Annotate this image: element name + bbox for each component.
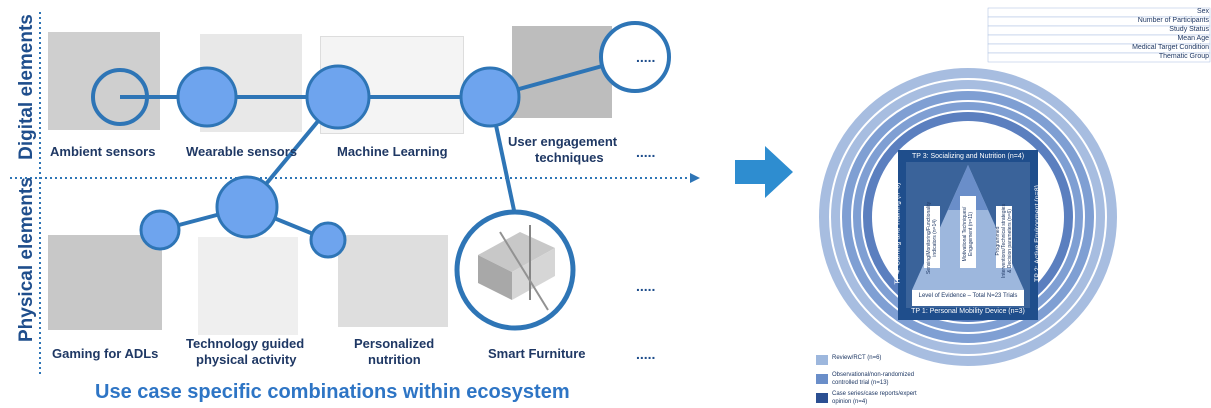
inner-programmed-label: Programmed Interventions/Technical strat… <box>995 204 1013 278</box>
machine-learning-label: Machine Learning <box>337 144 448 159</box>
node-nutrition <box>309 221 347 259</box>
inner-sensing-label: Sensing/Monitoring/Functionality indicat… <box>926 201 938 275</box>
physical-more-label: ..... <box>636 346 656 362</box>
evidence-label: Level of Evidence – Total N=23 Trials <box>918 293 1018 299</box>
user-engagement-label-line2: techniques <box>535 150 604 165</box>
pyramid-bottom-label: TP 1: Personal Mobility Device (n=3) <box>911 308 1025 315</box>
smart-furniture-label: Smart Furniture <box>488 346 586 361</box>
flow-arrow <box>735 146 793 198</box>
digital-elements-label: Digital elements <box>16 14 37 160</box>
ring-label-condition: Medical Target Condition <box>1132 44 1209 51</box>
ecosystem-caption: Use case specific combinations within ec… <box>95 381 570 403</box>
nutrition-image <box>338 235 448 327</box>
node-ambient-sensors <box>91 68 149 126</box>
smart-furniture-image <box>478 225 555 311</box>
physical-more-mark: ..... <box>636 278 656 294</box>
node-digital-more <box>599 21 671 93</box>
node-technology-activity <box>215 175 279 239</box>
ring-label-age: Mean Age <box>1177 35 1209 42</box>
node-gaming-adls <box>139 209 181 251</box>
wearable-sensors-label: Wearable sensors <box>186 144 298 159</box>
technology-activity-label-line1: Technology guided <box>186 336 305 351</box>
user-engagement-image <box>512 26 612 118</box>
nutrition-label-line2: nutrition <box>368 352 421 367</box>
legend-observational-line1: Observational/non-randomized <box>832 372 915 378</box>
ring-label-group: Thematic Group <box>1158 53 1209 60</box>
node-machine-learning <box>305 64 371 130</box>
inner-motivational-label: Motivational Techniques/ Engagement (n=1… <box>962 206 974 262</box>
user-engagement-label-line1: User engagement <box>508 134 618 149</box>
digital-more-mark: ..... <box>636 144 656 160</box>
physical-elements-label: Physical elements <box>16 177 37 342</box>
ring-label-status: Study Status <box>1169 26 1209 33</box>
activity-app-image <box>198 237 298 335</box>
nutrition-label-line1: Personalized <box>354 336 435 351</box>
node-wearable-sensors <box>176 66 238 128</box>
technology-activity-label-line2: physical activity <box>196 352 297 367</box>
gaming-adls-label: Gaming for ADLs <box>52 346 159 361</box>
legend-review: Review/RCT (n=6) <box>832 355 882 361</box>
legend-observational-line2: controlled trial (n=13) <box>832 380 889 386</box>
evidence-ring-figure <box>816 7 1211 403</box>
ring-label-participants: Number of Participants <box>1137 17 1209 24</box>
ambient-sensors-label: Ambient sensors <box>50 144 156 159</box>
pyramid-right-label: TP 2: Active Environment (n=8) <box>1034 185 1042 282</box>
pyramid-top-label: TP 3: Socializing and Nutrition (n=4) <box>911 153 1025 160</box>
node-user-engagement <box>459 66 521 128</box>
legend-case-series-line2: opinion (n=4) <box>832 399 868 405</box>
legend-case-series-line1: Case series/case reports/expert <box>832 391 917 397</box>
digital-more-label: ..... <box>636 49 656 65</box>
ring-label-sex: Sex <box>1196 8 1209 15</box>
gaming-adls-image <box>48 235 162 330</box>
pyramid-left-label: TP 4: Gaming and Training (n=8) <box>894 182 902 285</box>
divider-arrowhead <box>690 173 700 183</box>
